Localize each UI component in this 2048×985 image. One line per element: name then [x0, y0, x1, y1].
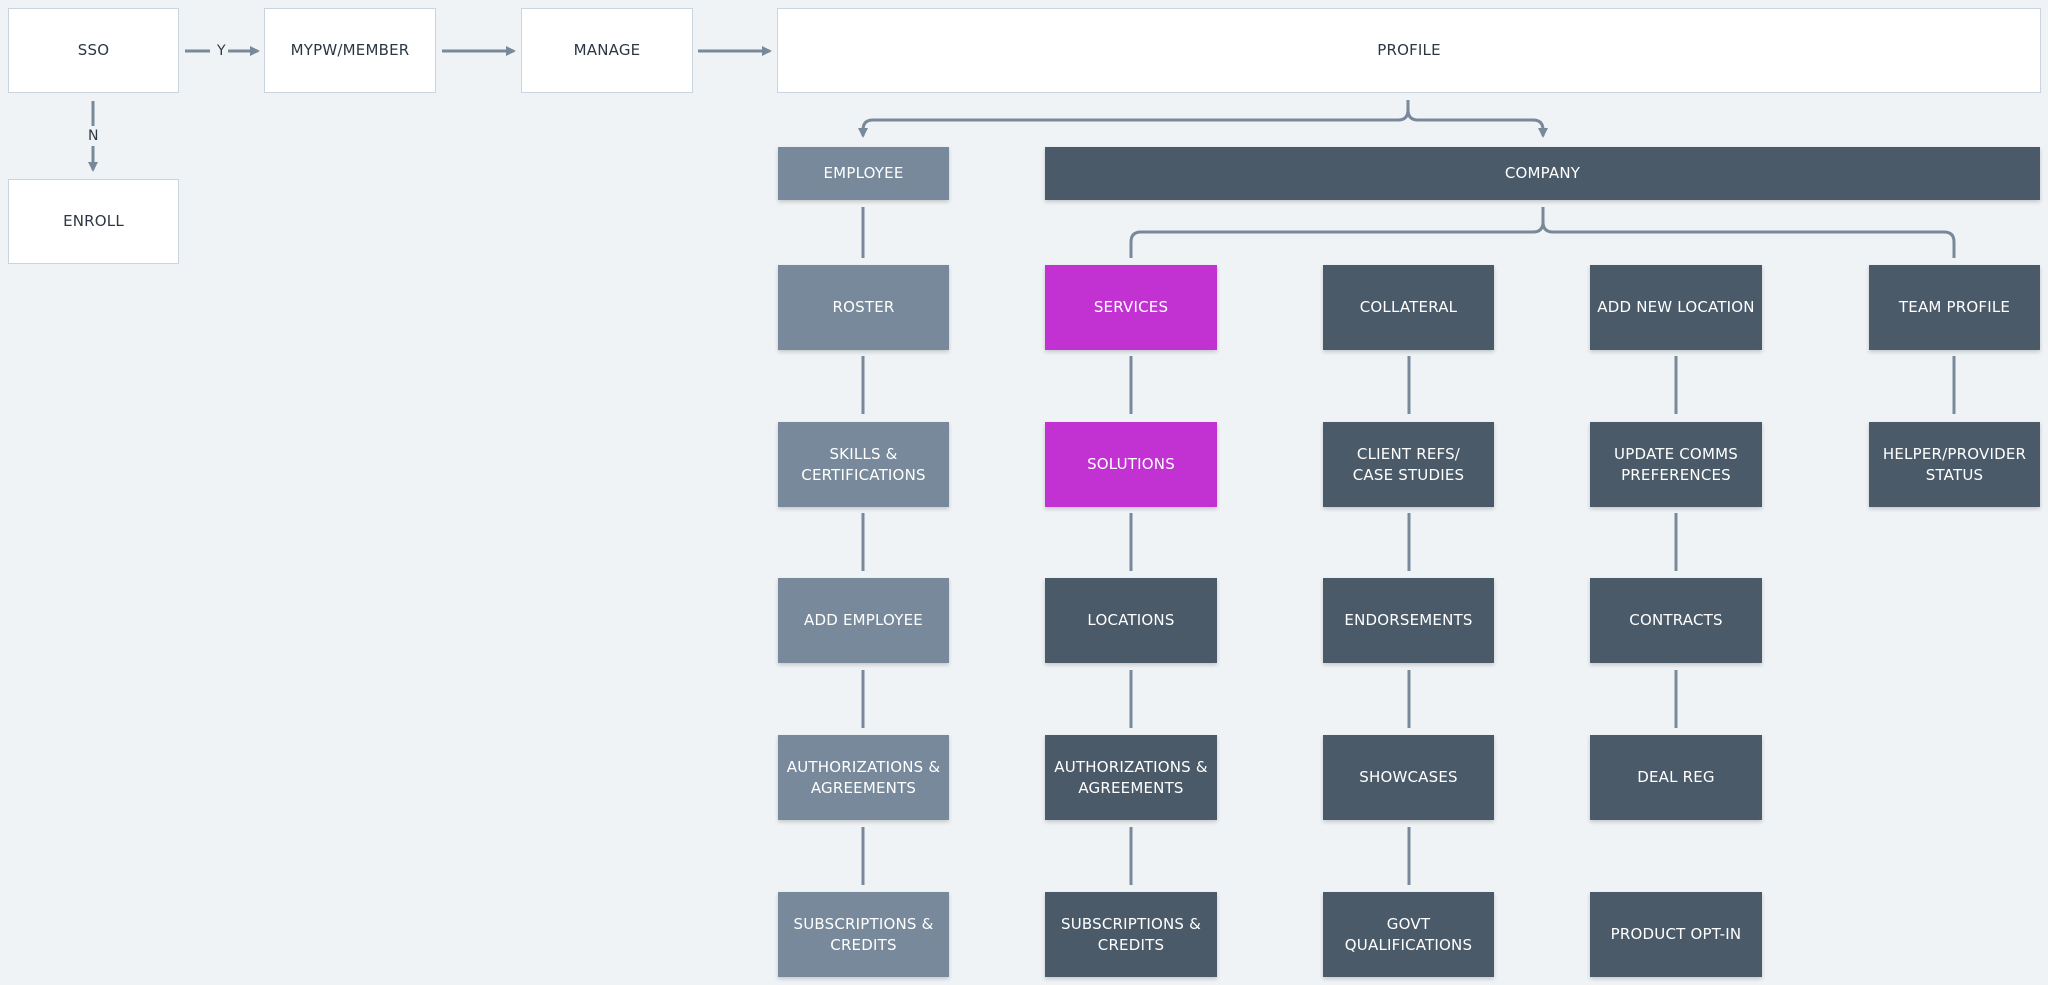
- no-label: N: [86, 128, 101, 144]
- team-profile-node[interactable]: TEAM PROFILE: [1869, 265, 2040, 350]
- services-node[interactable]: SERVICES: [1045, 265, 1217, 350]
- company-brace-right: [1541, 221, 1956, 258]
- employee-authorizations-node[interactable]: AUTHORIZATIONS & AGREEMENTS: [778, 735, 949, 820]
- locations-node[interactable]: LOCATIONS: [1045, 578, 1217, 663]
- roster-node[interactable]: ROSTER: [778, 265, 949, 350]
- employee-subscriptions-node[interactable]: SUBSCRIPTIONS & CREDITS: [778, 892, 949, 977]
- helper-provider-status-node[interactable]: HELPER/PROVIDER STATUS: [1869, 422, 2040, 507]
- sso-node[interactable]: SSO: [8, 8, 179, 93]
- skills-certifications-node[interactable]: SKILLS & CERTIFICATIONS: [778, 422, 949, 507]
- profile-brace-right: [1406, 109, 1548, 138]
- company-authorizations-node[interactable]: AUTHORIZATIONS & AGREEMENTS: [1045, 735, 1217, 820]
- endorsements-node[interactable]: ENDORSEMENTS: [1323, 578, 1494, 663]
- collateral-node[interactable]: COLLATERAL: [1323, 265, 1494, 350]
- employee-node[interactable]: EMPLOYEE: [778, 147, 949, 200]
- enroll-node[interactable]: ENROLL: [8, 179, 179, 264]
- company-brace: [1129, 207, 1545, 258]
- profile-node[interactable]: PROFILE: [777, 8, 2041, 93]
- contracts-node[interactable]: CONTRACTS: [1590, 578, 1762, 663]
- showcases-node[interactable]: SHOWCASES: [1323, 735, 1494, 820]
- company-node[interactable]: COMPANY: [1045, 147, 2040, 200]
- mypw-member-node[interactable]: MYPW/MEMBER: [264, 8, 436, 93]
- deal-reg-node[interactable]: DEAL REG: [1590, 735, 1762, 820]
- govt-qualifications-node[interactable]: GOVT QUALIFICATIONS: [1323, 892, 1494, 977]
- add-new-location-node[interactable]: ADD NEW LOCATION: [1590, 265, 1762, 350]
- update-comms-node[interactable]: UPDATE COMMS PREFERENCES: [1590, 422, 1762, 507]
- add-employee-node[interactable]: ADD EMPLOYEE: [778, 578, 949, 663]
- profile-brace: [858, 100, 1410, 138]
- product-opt-in-node[interactable]: PRODUCT OPT-IN: [1590, 892, 1762, 977]
- client-refs-node[interactable]: CLIENT REFS/ CASE STUDIES: [1323, 422, 1494, 507]
- manage-node[interactable]: MANAGE: [521, 8, 693, 93]
- yes-label: Y: [215, 43, 228, 59]
- company-subscriptions-node[interactable]: SUBSCRIPTIONS & CREDITS: [1045, 892, 1217, 977]
- solutions-node[interactable]: SOLUTIONS: [1045, 422, 1217, 507]
